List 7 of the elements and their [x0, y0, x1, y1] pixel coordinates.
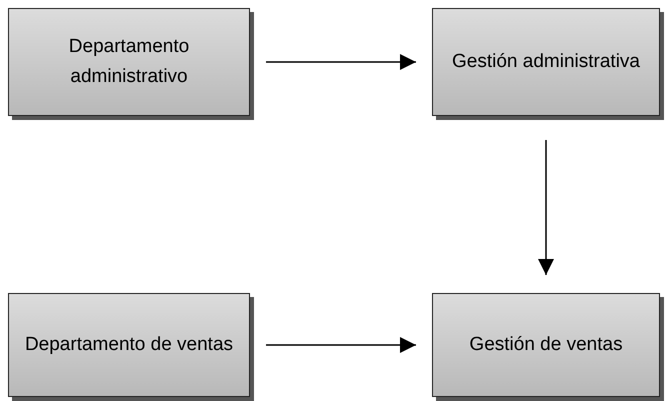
- arrow: [538, 140, 554, 275]
- box-label: Departamento de ventas: [24, 332, 234, 357]
- box-label: Departamento administrativo: [68, 34, 190, 89]
- box-label: Gestión de ventas: [468, 332, 624, 357]
- box-label: Gestión administrativa: [451, 50, 641, 74]
- arrow: [266, 337, 416, 353]
- arrow: [266, 54, 416, 70]
